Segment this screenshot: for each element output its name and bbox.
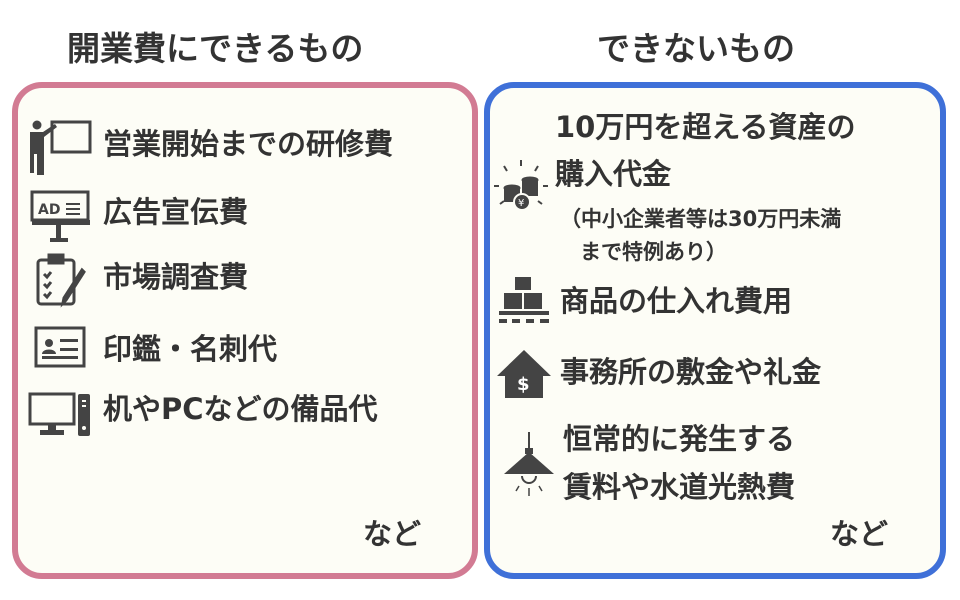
- boxes-pallet-icon: [499, 277, 549, 323]
- left-item-market-research: 市場調査費: [103, 260, 249, 294]
- left-item-stamps-cards: 印鑑・名刺代: [103, 332, 278, 366]
- allowed-panel: [12, 82, 478, 579]
- svg-text:¥: ¥: [518, 198, 524, 209]
- left-etc: など: [363, 517, 422, 551]
- house-dollar-icon: $: [497, 350, 551, 398]
- right-item-assets-line1: 10万円を超える資産の: [555, 110, 856, 144]
- left-title: 開業費にできるもの: [67, 29, 364, 68]
- right-item-recurring-line1: 恒常的に発生する: [563, 422, 796, 456]
- not-allowed-panel: [484, 82, 946, 579]
- left-item-advertising: 広告宣伝費: [103, 195, 249, 229]
- ad-billboard-icon: AD: [30, 190, 90, 242]
- right-item-inventory: 商品の仕入れ費用: [560, 284, 793, 318]
- computer-icon: [28, 392, 90, 436]
- left-item-training: 営業開始までの研修費: [103, 127, 394, 161]
- left-item-equipment: 机やPCなどの備品代: [103, 392, 378, 426]
- svg-text:AD: AD: [38, 202, 60, 218]
- coins-icon: ¥: [494, 160, 548, 211]
- business-card-icon: [34, 326, 86, 368]
- right-item-assets-note1: （中小企業者等は30万円未満: [560, 207, 842, 231]
- right-item-deposit: 事務所の敷金や礼金: [560, 355, 822, 389]
- right-title: できないもの: [597, 29, 795, 68]
- right-etc: など: [830, 517, 889, 551]
- presentation-icon: [30, 120, 92, 175]
- right-item-recurring-line2: 賃料や水道光熱費: [563, 470, 796, 504]
- svg-text:$: $: [517, 374, 530, 395]
- right-item-assets-line2: 購入代金: [555, 157, 672, 191]
- right-item-assets-note2: まで特例あり）: [580, 240, 727, 264]
- lamp-icon: [504, 432, 554, 496]
- clipboard-icon: [36, 253, 86, 308]
